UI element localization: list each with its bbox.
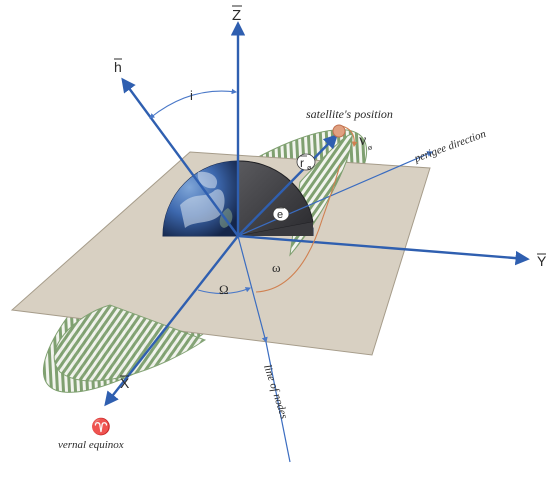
satellite (332, 124, 346, 138)
true-anomaly-arc (341, 125, 358, 148)
h-vector (121, 77, 239, 237)
y-axis (237, 234, 530, 266)
x-axis-label: X (120, 375, 130, 391)
true-anomaly-label: ν (359, 132, 366, 149)
line-of-nodes-extension (265, 341, 291, 463)
orbit-ellipse-front (53, 304, 207, 382)
vernal-equinox-symbol: ♈ (91, 417, 111, 436)
radius-subscript: ø (307, 165, 312, 172)
true-anomaly-subscript: ø (368, 143, 372, 152)
satellite-position-label: satellite's position (306, 107, 393, 121)
z-axis-label: Z (232, 7, 241, 24)
h-vector-label: h (114, 59, 122, 75)
inclination-label: i (190, 88, 193, 103)
arg-perigee-label: ω (272, 260, 281, 275)
raan-arc (197, 287, 252, 295)
radius-label: r (300, 156, 304, 170)
radius-label-badge (296, 153, 316, 171)
eccentricity-label: e (277, 209, 283, 221)
inclination-arc (149, 88, 238, 119)
raan-label: Ω (219, 282, 229, 297)
radius-vector (237, 133, 339, 237)
line-of-nodes-label: line of nodes (261, 363, 290, 420)
eccentricity-label-badge (272, 206, 290, 222)
arg-perigee-arc (255, 164, 341, 293)
perigee-direction-label: perigee direction (412, 128, 488, 165)
line-of-nodes (237, 235, 268, 344)
perigee-direction-line (237, 151, 434, 237)
y-axis-label: Y (537, 253, 547, 269)
vernal-equinox-label: vernal equinox (58, 439, 124, 451)
